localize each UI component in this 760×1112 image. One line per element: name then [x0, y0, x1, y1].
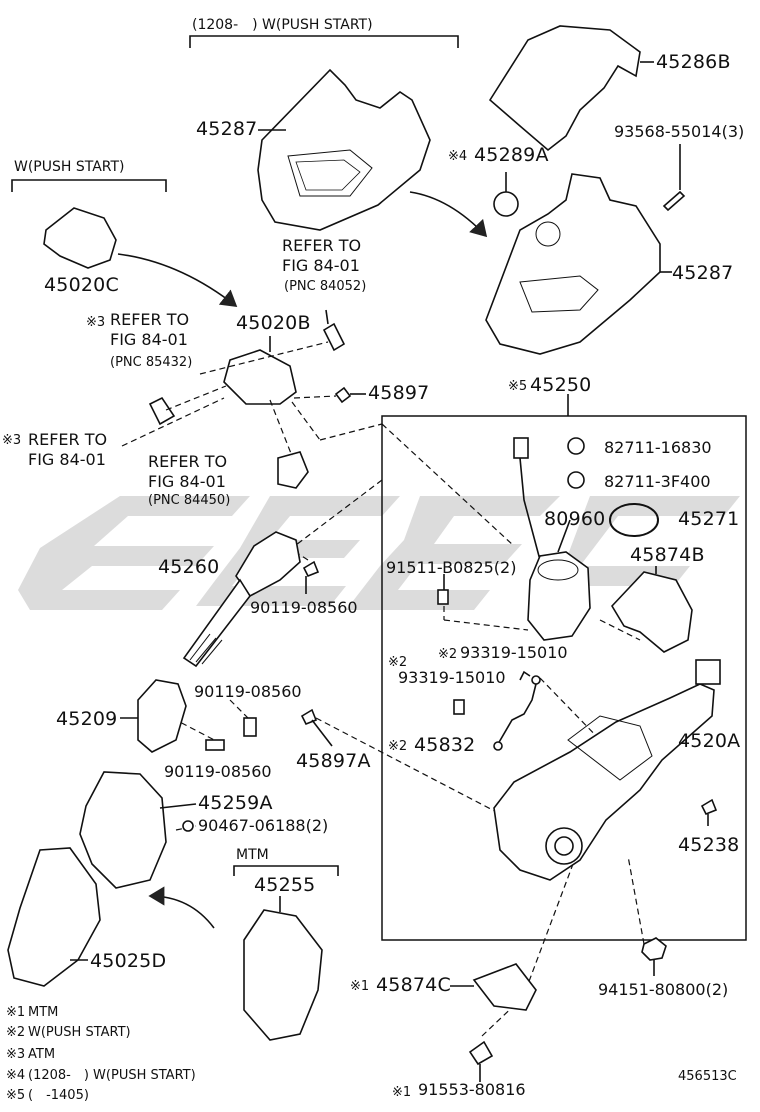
part-label-90119-b[interactable]: 90119-08560	[194, 682, 302, 701]
legend-mark-1: ※1	[6, 1005, 26, 1020]
part-label-94151[interactable]: 94151-80800(2)	[598, 980, 729, 999]
legend-text-4: (1208- ) W(PUSH START)	[28, 1068, 196, 1083]
legend-text-3: ATM	[28, 1047, 56, 1062]
part-label-90119-c[interactable]: 90119-08560	[164, 762, 272, 781]
part-label-82711-3F400[interactable]: 82711-3F400	[604, 472, 711, 491]
legend-mark-5: ※5	[6, 1088, 26, 1103]
part-label-45287-right[interactable]: 45287	[672, 262, 734, 284]
upper-cover-45286B	[488, 25, 641, 152]
legend-mark-4: ※4	[6, 1068, 26, 1083]
part-label-45260[interactable]: 45260	[158, 556, 220, 578]
ref1-line1[interactable]: REFER TO	[282, 236, 362, 255]
part-label-45250[interactable]: 45250	[530, 374, 592, 396]
part-label-45874B[interactable]: 45874B	[630, 544, 705, 566]
part-label-80960[interactable]: 80960	[544, 508, 606, 530]
part-label-90119-a[interactable]: 90119-08560	[250, 598, 358, 617]
bracket-45874B	[611, 571, 693, 653]
header-top-push-start: (1208- ) W(PUSH START)	[192, 17, 373, 33]
intermediate-shaft-45260	[235, 531, 301, 598]
ref3-mark: ※3	[2, 433, 22, 448]
legend-mark-2: ※2	[6, 1025, 26, 1040]
boot-45259A	[79, 771, 167, 889]
part-label-45238[interactable]: 45238	[678, 834, 740, 856]
ref1-line3: (PNC 84052)	[284, 279, 367, 294]
part-label-45209[interactable]: 45209	[56, 708, 118, 730]
switch-45020C	[43, 207, 117, 269]
ring-45271	[609, 503, 659, 537]
part-label-90467[interactable]: 90467-06188(2)	[198, 816, 329, 835]
part-label-45289A[interactable]: 45289A	[474, 144, 549, 166]
legend-text-5: ( -1405)	[28, 1088, 89, 1103]
legend-text-1: MTM	[28, 1005, 59, 1020]
part-label-45897A[interactable]: 45897A	[296, 750, 371, 772]
part-label-45025D[interactable]: 45025D	[90, 950, 167, 972]
seal-45025D	[7, 847, 101, 987]
part-label-45287-top[interactable]: 45287	[196, 118, 258, 140]
part-label-91511[interactable]: 91511-B0825(2)	[386, 558, 517, 577]
ref4-line2[interactable]: FIG 84-01	[148, 472, 226, 491]
part-label-45832[interactable]: 45832	[414, 734, 476, 756]
cover-45255	[243, 909, 323, 1041]
header-left-push-start: W(PUSH START)	[14, 159, 125, 175]
part-label-45897[interactable]: 45897	[368, 382, 430, 404]
legend-text-2: W(PUSH START)	[28, 1025, 131, 1040]
part-label-82711-16830[interactable]: 82711-16830	[604, 438, 712, 457]
steering-column-4520A	[493, 683, 715, 881]
part-label-45020B[interactable]: 45020B	[236, 312, 311, 334]
ref4-line1[interactable]: REFER TO	[148, 452, 228, 471]
header-bracket-mtm	[233, 865, 339, 876]
part-label-45286B[interactable]: 45286B	[656, 51, 731, 73]
assembly-box-45250	[381, 415, 747, 941]
ref4-line3: (PNC 84450)	[148, 493, 231, 508]
part-45020B	[223, 349, 297, 405]
part-label-45020C[interactable]: 45020C	[44, 274, 119, 296]
note-mark-45874C: ※1	[350, 979, 370, 994]
ref2-line2[interactable]: FIG 84-01	[110, 330, 188, 349]
column-cover-45287-top	[257, 68, 431, 231]
part-label-45271[interactable]: 45271	[678, 508, 740, 530]
part-label-45874C[interactable]: 45874C	[376, 974, 451, 996]
part-label-91553[interactable]: 91553-80816	[418, 1080, 526, 1099]
header-bracket-top	[189, 35, 459, 48]
ref3-line1[interactable]: REFER TO	[28, 430, 108, 449]
part-label-93568[interactable]: 93568-55014(3)	[614, 122, 745, 141]
diagram-id: 456513C	[678, 1069, 737, 1084]
ref1-line2[interactable]: FIG 84-01	[282, 256, 360, 275]
note-mark-91553: ※1	[392, 1085, 412, 1100]
ref2-line1[interactable]: REFER TO	[110, 310, 190, 329]
part-label-4520A[interactable]: 4520A	[678, 730, 741, 752]
legend-mark-3: ※3	[6, 1047, 26, 1062]
motor-80960	[527, 551, 591, 641]
note-mark-45250: ※5	[508, 379, 528, 394]
universal-joint-45209	[137, 679, 187, 753]
note-mark-45832: ※2	[388, 739, 408, 754]
bracket-45874C	[472, 963, 537, 1011]
harness-45832	[497, 683, 537, 745]
part-label-93319-b[interactable]: 93319-15010	[398, 668, 506, 687]
note-mark-45289A: ※4	[448, 149, 468, 164]
part-label-93319-a[interactable]: 93319-15010	[460, 643, 568, 662]
header-mtm: MTM	[236, 847, 269, 863]
ref2-mark: ※3	[86, 315, 106, 330]
note-mark-93319-b: ※2	[388, 655, 408, 670]
column-cover-45287-right	[485, 173, 661, 355]
part-45289A	[493, 191, 519, 217]
header-bracket-left	[11, 179, 167, 192]
note-mark-93319-a: ※2	[438, 647, 458, 662]
ref3-line2[interactable]: FIG 84-01	[28, 450, 106, 469]
part-label-45255[interactable]: 45255	[254, 874, 316, 896]
part-label-45259A[interactable]: 45259A	[198, 792, 273, 814]
ref2-line3: (PNC 85432)	[110, 355, 193, 370]
